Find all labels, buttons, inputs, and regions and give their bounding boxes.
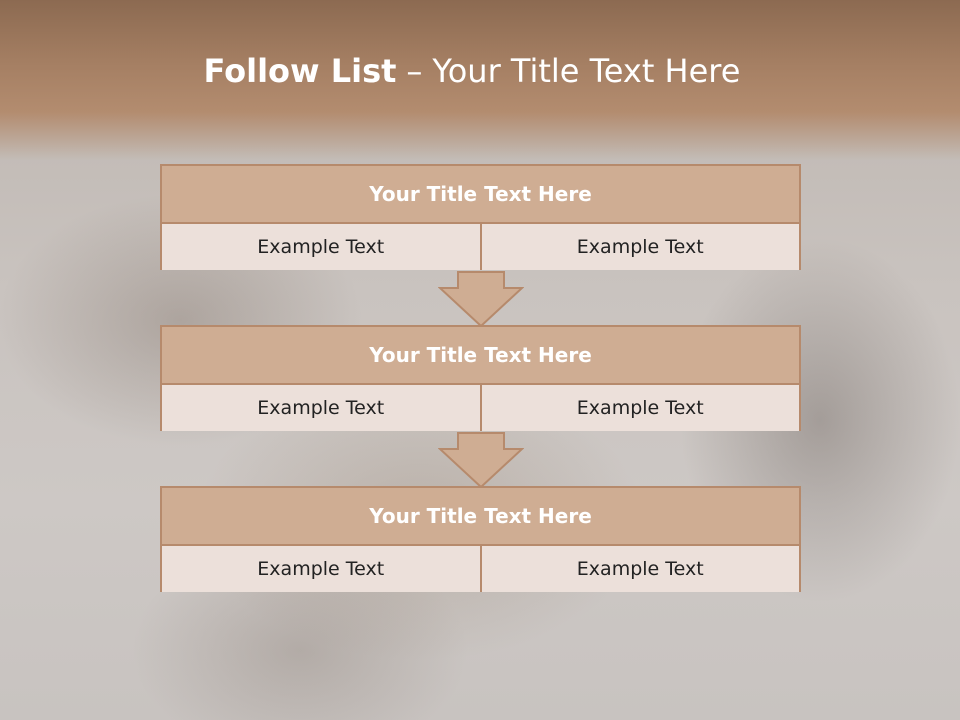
title-separator: – <box>406 52 423 90</box>
block-cell-right: Example Text <box>479 546 800 592</box>
list-block-2: Your Title Text Here Example Text Exampl… <box>160 325 801 431</box>
title-rest: Your Title Text Here <box>432 52 741 90</box>
slide-title: Follow List–Your Title Text Here <box>0 52 944 90</box>
block-heading: Your Title Text Here <box>162 327 799 385</box>
down-arrow-icon <box>438 432 524 489</box>
block-cell-left: Example Text <box>257 236 385 258</box>
down-arrow-icon <box>438 271 524 328</box>
list-block-1: Your Title Text Here Example Text Exampl… <box>160 164 801 270</box>
title-bar <box>0 0 960 160</box>
block-cell-left: Example Text <box>257 558 385 580</box>
list-block-3: Your Title Text Here Example Text Exampl… <box>160 486 801 592</box>
block-row: Example Text Example Text <box>162 224 799 270</box>
block-row: Example Text Example Text <box>162 385 799 431</box>
block-cell-right: Example Text <box>479 224 800 270</box>
title-bold-part: Follow List <box>203 52 397 90</box>
block-heading: Your Title Text Here <box>162 488 799 546</box>
block-cell-left: Example Text <box>257 397 385 419</box>
block-heading: Your Title Text Here <box>162 166 799 224</box>
block-row: Example Text Example Text <box>162 546 799 592</box>
block-cell-right: Example Text <box>479 385 800 431</box>
